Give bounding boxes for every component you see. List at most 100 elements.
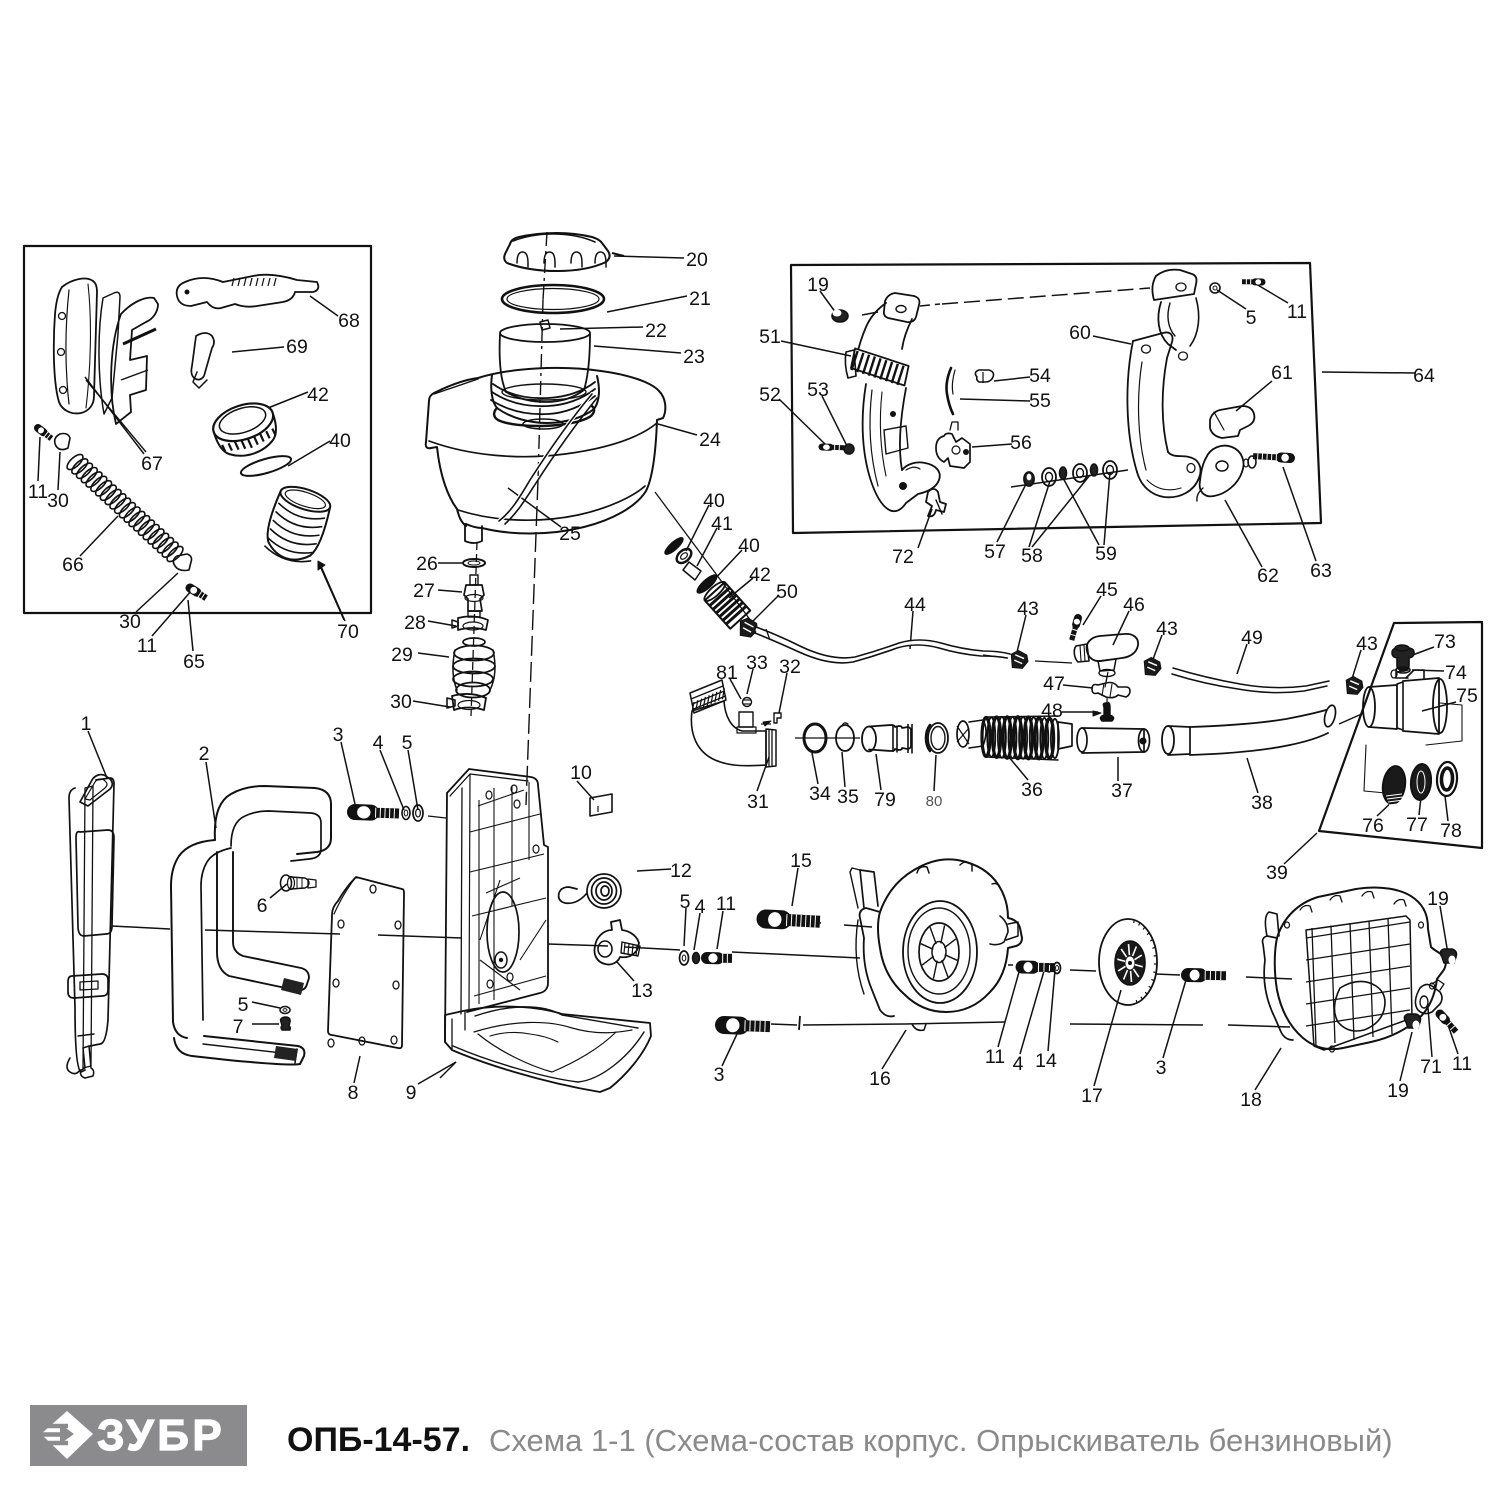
svg-text:25: 25 [559,523,581,545]
svg-text:15: 15 [790,850,812,872]
svg-text:26: 26 [416,553,438,575]
svg-text:4: 4 [373,732,384,754]
svg-text:72: 72 [892,546,914,568]
svg-text:30: 30 [390,691,412,713]
svg-text:68: 68 [338,310,360,332]
svg-text:76: 76 [1362,815,1384,837]
svg-text:5: 5 [1246,307,1257,329]
svg-text:19: 19 [1387,1080,1409,1102]
svg-text:67: 67 [141,453,163,475]
svg-text:43: 43 [1017,598,1039,620]
svg-text:11: 11 [716,893,736,915]
svg-text:28: 28 [404,612,426,634]
svg-text:11: 11 [28,481,48,503]
svg-text:7: 7 [233,1016,244,1038]
svg-text:32: 32 [779,656,801,678]
svg-text:41: 41 [711,513,733,535]
svg-text:6: 6 [257,895,268,917]
svg-text:18: 18 [1240,1089,1262,1111]
svg-text:3: 3 [333,724,344,746]
svg-text:64: 64 [1413,365,1435,387]
svg-text:30: 30 [119,611,141,633]
svg-text:59: 59 [1095,543,1117,565]
svg-text:40: 40 [329,430,351,452]
svg-text:3: 3 [714,1064,725,1086]
svg-text:49: 49 [1241,627,1263,649]
svg-text:81: 81 [716,662,738,684]
svg-text:4: 4 [695,896,706,918]
svg-text:58: 58 [1021,545,1043,567]
svg-text:40: 40 [738,535,760,557]
svg-text:ЗУБР: ЗУБР [97,1411,225,1460]
svg-text:62: 62 [1257,565,1279,587]
svg-text:77: 77 [1406,814,1428,836]
svg-text:51: 51 [759,326,781,348]
svg-text:11: 11 [1452,1053,1472,1075]
svg-text:60: 60 [1069,322,1091,344]
svg-text:65: 65 [183,651,205,673]
svg-text:20: 20 [686,249,708,271]
svg-text:42: 42 [749,564,771,586]
svg-text:44: 44 [904,594,926,616]
svg-text:5: 5 [238,994,249,1016]
svg-text:74: 74 [1445,662,1467,684]
svg-text:80: 80 [926,793,943,810]
svg-text:35: 35 [837,786,859,808]
svg-text:14: 14 [1035,1050,1057,1072]
svg-text:30: 30 [47,490,69,512]
svg-text:79: 79 [874,789,896,811]
svg-text:46: 46 [1123,594,1145,616]
svg-text:71: 71 [1420,1056,1442,1078]
svg-text:11: 11 [985,1046,1005,1068]
svg-text:37: 37 [1111,780,1133,802]
svg-text:52: 52 [759,384,781,406]
svg-text:27: 27 [413,580,435,602]
svg-text:43: 43 [1156,618,1178,640]
svg-text:36: 36 [1021,779,1043,801]
svg-text:50: 50 [776,581,798,603]
svg-text:23: 23 [683,346,705,368]
svg-text:55: 55 [1029,390,1051,412]
svg-text:56: 56 [1010,432,1032,454]
svg-text:2: 2 [199,743,210,765]
svg-text:10: 10 [570,762,592,784]
svg-text:9: 9 [406,1082,417,1104]
svg-text:21: 21 [689,288,711,310]
svg-text:61: 61 [1271,362,1293,384]
svg-text:13: 13 [631,980,653,1002]
svg-text:19: 19 [807,274,829,296]
svg-text:22: 22 [645,320,667,342]
svg-text:39: 39 [1266,862,1288,884]
svg-text:19: 19 [1427,888,1449,910]
svg-text:Схема 1-1 (Схема-состав корпус: Схема 1-1 (Схема-состав корпус. Опрыскив… [489,1423,1393,1458]
svg-text:11: 11 [137,635,157,657]
svg-text:3: 3 [1156,1057,1167,1079]
svg-text:11: 11 [1287,301,1307,323]
svg-text:57: 57 [984,541,1006,563]
svg-text:38: 38 [1251,792,1273,814]
svg-text:42: 42 [307,384,329,406]
svg-text:31: 31 [747,791,769,813]
svg-text:69: 69 [286,336,308,358]
svg-text:53: 53 [807,379,829,401]
svg-text:33: 33 [746,652,768,674]
svg-text:ОПБ-14-57.: ОПБ-14-57. [287,1421,470,1459]
svg-text:73: 73 [1434,631,1456,653]
svg-text:4: 4 [1013,1053,1024,1075]
svg-text:63: 63 [1310,560,1332,582]
svg-text:29: 29 [391,644,413,666]
svg-text:12: 12 [670,860,692,882]
svg-text:17: 17 [1081,1085,1103,1107]
svg-text:54: 54 [1029,365,1051,387]
svg-text:5: 5 [402,732,413,754]
svg-text:43: 43 [1356,633,1378,655]
svg-text:16: 16 [869,1068,891,1090]
svg-text:40: 40 [703,490,725,512]
svg-text:24: 24 [699,429,721,451]
svg-text:45: 45 [1096,579,1118,601]
svg-text:78: 78 [1440,820,1462,842]
svg-text:5: 5 [680,891,691,913]
svg-text:34: 34 [809,783,831,805]
svg-text:66: 66 [62,554,84,576]
svg-text:75: 75 [1456,685,1478,707]
